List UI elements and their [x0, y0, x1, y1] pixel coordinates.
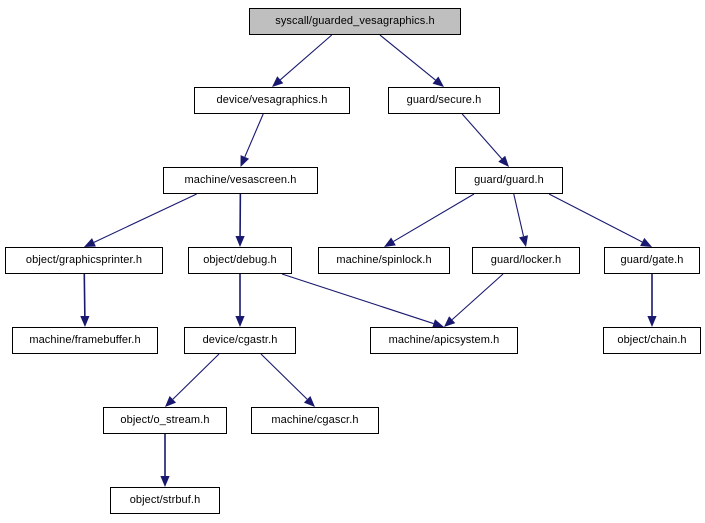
graph-edge-line [513, 193, 525, 237]
graph-edge-line [93, 193, 197, 243]
graph-edge-line [393, 193, 475, 242]
graph-edge-line [548, 193, 643, 243]
graph-edge-arrowhead [235, 235, 245, 247]
graph-edge-line [172, 353, 220, 400]
graph-edge-line [244, 113, 264, 158]
graph-node[interactable]: object/graphicsprinter.h [5, 247, 163, 274]
graph-edge-arrowhead [240, 155, 250, 167]
graph-edge-arrowhead [80, 315, 90, 327]
graph-edge-line [379, 34, 436, 81]
graph-node[interactable]: machine/apicsystem.h [370, 327, 518, 354]
graph-node[interactable]: object/o_stream.h [103, 407, 227, 434]
graph-edge-arrowhead [84, 238, 96, 247]
graph-node[interactable]: guard/locker.h [472, 247, 580, 274]
graph-edge-arrowhead [160, 476, 170, 487]
graph-edge-arrowhead [272, 76, 284, 87]
graph-node[interactable]: guard/guard.h [455, 167, 563, 194]
graph-edge-line [451, 273, 504, 321]
graph-edge-line [279, 34, 333, 81]
graph-edge-line [281, 273, 434, 325]
graph-edge-arrowhead [444, 316, 456, 327]
graph-node[interactable]: object/chain.h [603, 327, 701, 354]
graph-node[interactable]: machine/spinlock.h [318, 247, 450, 274]
graph-edge-arrowhead [640, 237, 652, 247]
graph-node[interactable]: syscall/guarded_vesagraphics.h [249, 8, 461, 35]
graph-edge-line [461, 113, 503, 160]
graph-edge-arrowhead [165, 396, 177, 407]
graph-node[interactable]: machine/vesascreen.h [163, 167, 318, 194]
graph-edge-arrowhead [384, 237, 396, 247]
graph-edge-arrowhead [498, 155, 509, 167]
graph-node[interactable]: machine/framebuffer.h [12, 327, 158, 354]
graph-node[interactable]: guard/gate.h [604, 247, 700, 274]
graph-edge-line [83, 273, 86, 317]
graph-node[interactable]: device/cgastr.h [184, 327, 296, 354]
graph-node[interactable]: object/debug.h [188, 247, 292, 274]
graph-edge-arrowhead [235, 316, 245, 327]
graph-edge-arrowhead [519, 235, 529, 247]
graph-node[interactable]: guard/secure.h [388, 87, 500, 114]
graph-node[interactable]: object/strbuf.h [110, 487, 220, 514]
graph-edge-arrowhead [303, 396, 315, 407]
graph-edge-line [260, 353, 308, 400]
graph-edge-arrowhead [432, 76, 444, 87]
graph-edge-arrowhead [647, 316, 657, 327]
graph-node[interactable]: machine/cgascr.h [251, 407, 379, 434]
graph-node[interactable]: device/vesagraphics.h [194, 87, 350, 114]
